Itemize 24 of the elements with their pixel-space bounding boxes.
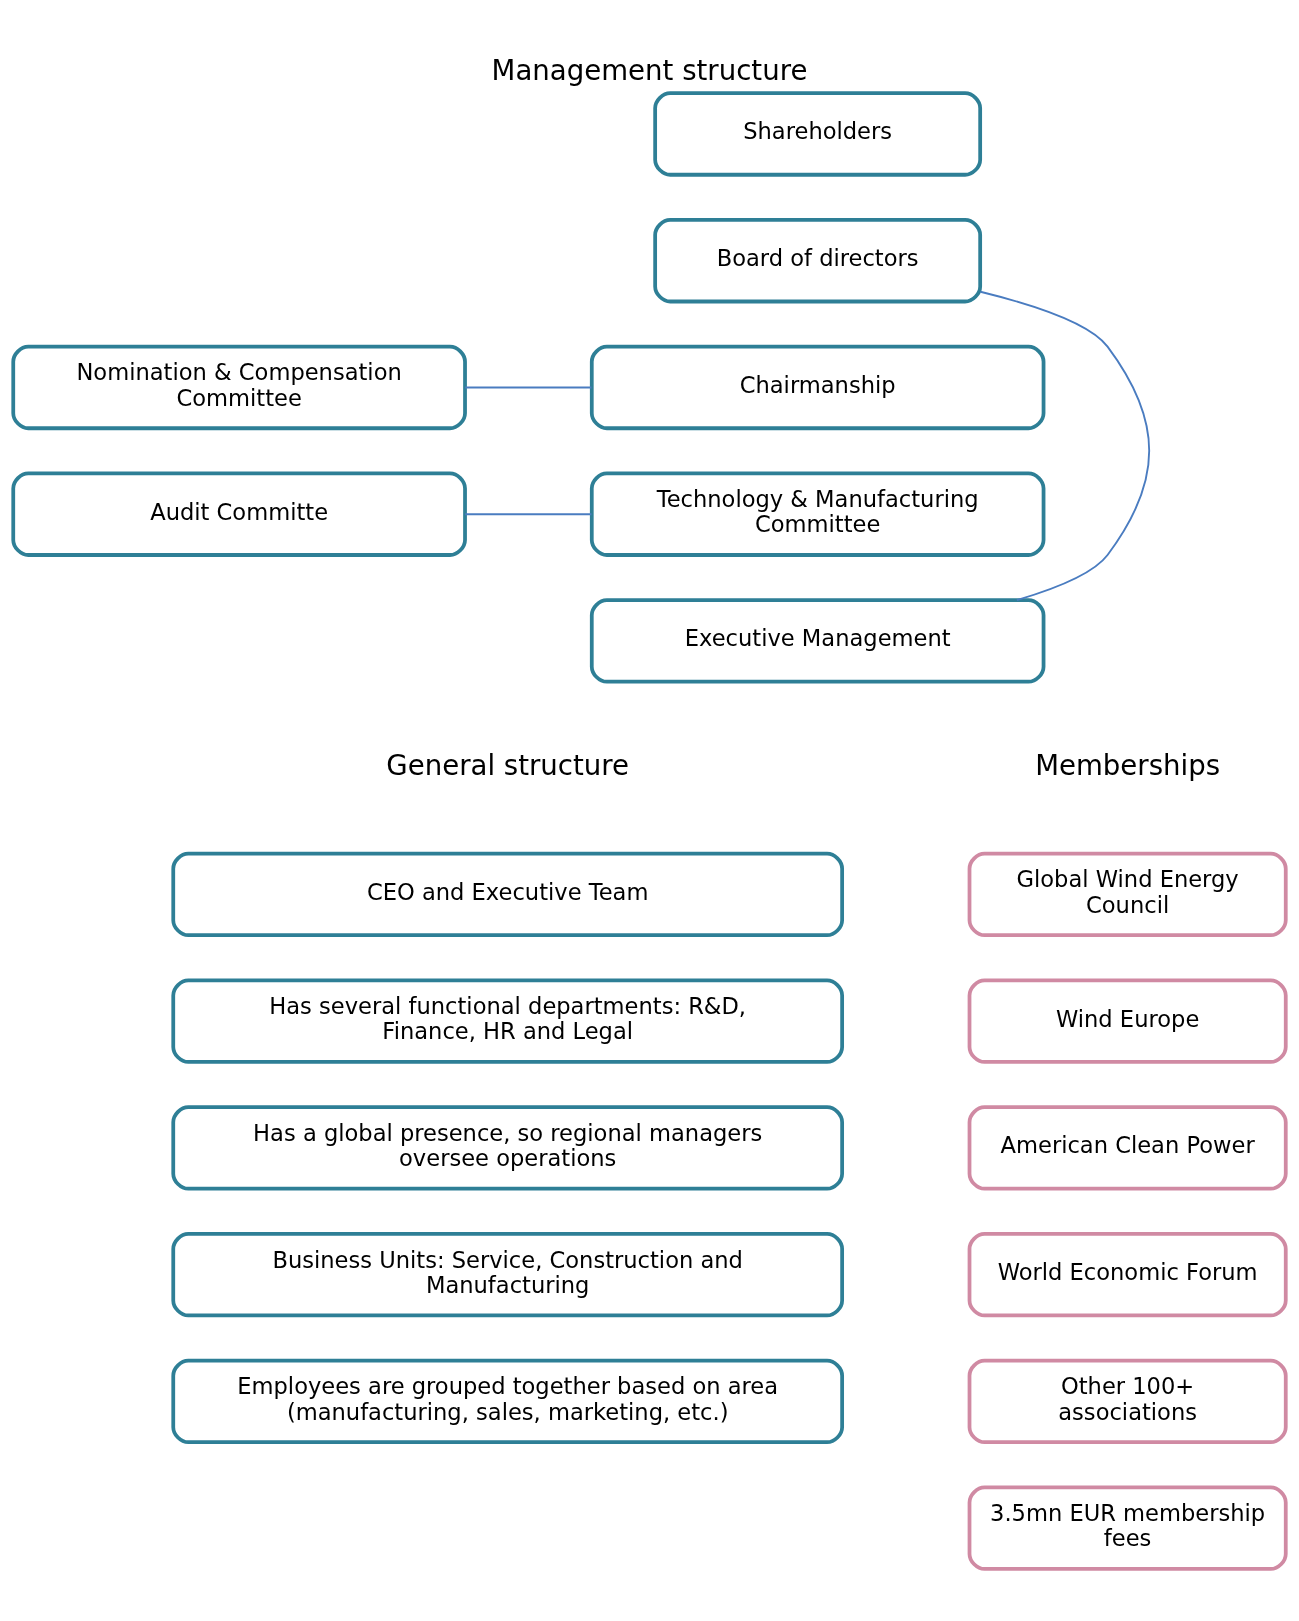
node-box: Chairmanship: [589, 344, 1046, 430]
label: Memberships: [1035, 748, 1221, 782]
node-box: Global Wind Energy Council: [967, 851, 1288, 937]
node-box: Has several functional departments: R&D, Finance, HR and Legal: [171, 978, 844, 1064]
node-box: Wind Europe: [967, 978, 1288, 1064]
node-box: Executive Management: [589, 597, 1046, 684]
node-box: Business Units: Service, Construction and Manufacturing: [171, 1231, 844, 1317]
diagram-title: Management structure: [491, 53, 808, 87]
node-box: CEO and Executive Team: [171, 851, 844, 937]
node-box: Employees are grouped together based on area (manufacturing, sales, marketing, etc.): [171, 1358, 844, 1444]
node-box: World Economic Forum: [967, 1231, 1288, 1317]
label: General structure: [386, 748, 630, 782]
node-box: Nomination & Compensation Committee: [11, 344, 467, 430]
node-box: Board of directors: [653, 217, 983, 303]
connector: [464, 512, 593, 515]
node-box: Other 100+ associations: [967, 1358, 1288, 1444]
node-box: Has a global presence, so regional managers oversee operations: [171, 1104, 844, 1191]
connector: [979, 290, 1151, 601]
node-box: 3.5mn EUR membership fees: [967, 1485, 1288, 1571]
node-box: Shareholders: [653, 90, 983, 177]
node-box: Audit Committe: [11, 471, 467, 557]
connector: [464, 386, 593, 388]
node-box: Technology & Manufacturing Committee: [589, 471, 1046, 557]
node-box: American Clean Power: [967, 1104, 1288, 1191]
